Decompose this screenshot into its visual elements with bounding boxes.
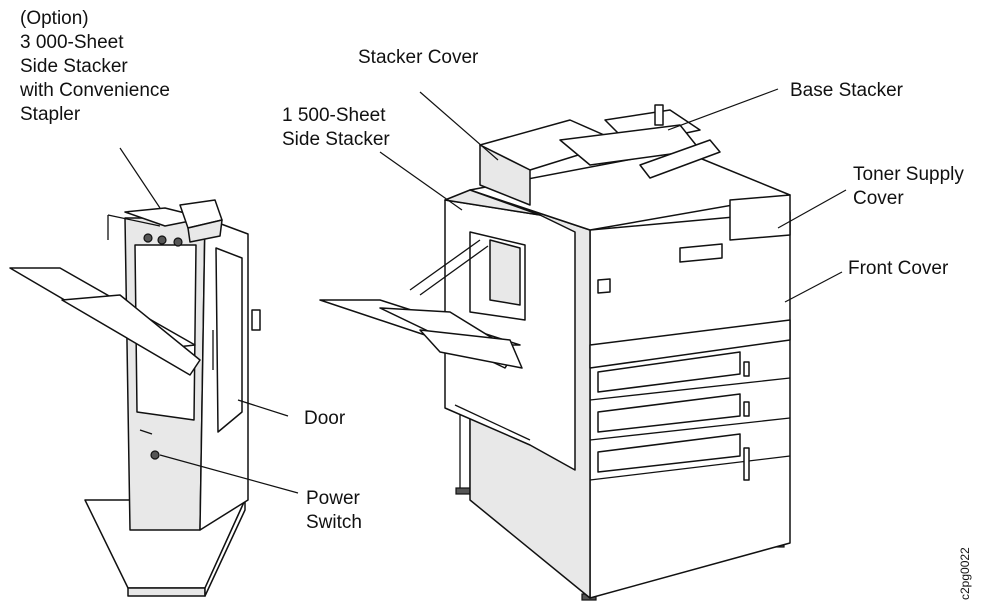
label-option-line-4: with Convenience (20, 80, 170, 101)
label-toner-line-1: Toner Supply (853, 164, 964, 185)
label-power-line-1: Power (306, 488, 360, 509)
label-option-line-3: Side Stacker (20, 56, 128, 77)
label-option-line-2: 3 000-Sheet (20, 32, 124, 53)
label-stacker-cover: Stacker Cover (358, 47, 479, 68)
label-option-line-1: (Option) (20, 8, 89, 29)
label-door: Door (304, 408, 346, 429)
label-side-stacker-1500: 1 500-Sheet Side Stacker (282, 104, 390, 152)
label-option-line-5: Stapler (20, 104, 81, 125)
label-option-side-stacker: (Option) 3 000-Sheet Side Stacker with C… (20, 7, 170, 127)
label-1500-line-1: 1 500-Sheet (282, 105, 386, 126)
label-power-line-2: Switch (306, 512, 362, 533)
label-power-switch: Power Switch (306, 487, 362, 535)
printer-main-drawing (319, 104, 791, 601)
label-1500-line-2: Side Stacker (282, 129, 390, 150)
label-toner-line-2: Cover (853, 188, 904, 209)
side-stacker-3000-drawing (9, 199, 261, 597)
leader-lines (119, 88, 847, 494)
label-toner-supply-cover: Toner Supply Cover (853, 163, 964, 211)
figure-id: c2pg0022 (958, 547, 972, 600)
label-front-cover: Front Cover (848, 258, 949, 279)
label-base-stacker: Base Stacker (790, 80, 903, 101)
